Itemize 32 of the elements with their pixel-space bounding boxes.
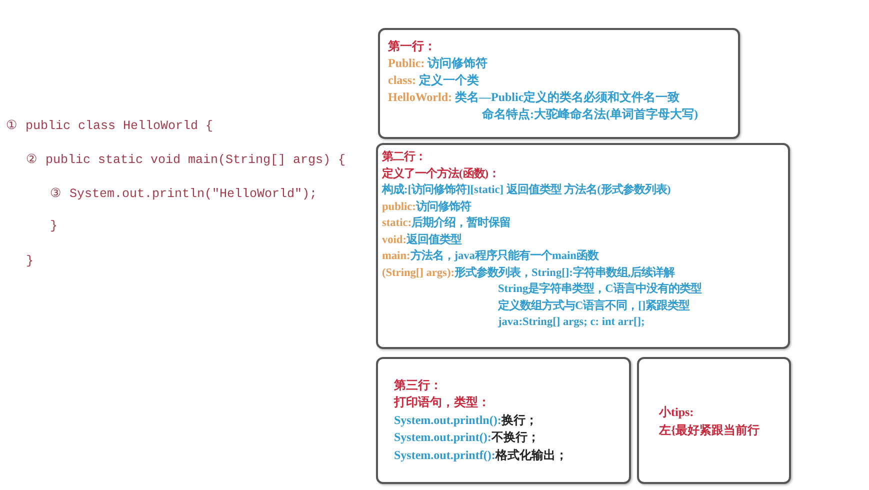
note-text: 定义数组方式与C语言不同，[]紧跟类型 <box>496 298 691 314</box>
note-text: class: 定义一个类 <box>388 72 480 89</box>
note-text: 构成:[访问修饰符][static] 返回值类型 方法名(形式参数列表) <box>382 182 672 198</box>
note-box <box>376 143 790 349</box>
note-text: java:String[] args; c: int arr[]; <box>496 315 646 330</box>
note-text: System.out.printf():格式化输出； <box>394 446 568 464</box>
note-text: 命名特点:大驼峰命名法(单词首字母大写) <box>481 106 699 123</box>
code-line: ② public static void main(String[] args) { <box>26 152 346 167</box>
note-text: Public: 访问修饰符 <box>388 55 489 72</box>
code-line: ③ System.out.println("HelloWorld"); <box>50 186 318 201</box>
note-text: System.out.print():不换行； <box>394 429 540 446</box>
note-text: void:返回值类型 <box>382 232 463 248</box>
note-box <box>637 357 791 484</box>
code-line: } <box>50 219 58 233</box>
note-heading: 第一行： <box>388 38 437 55</box>
note-heading: 第三行： <box>394 376 443 394</box>
note-box <box>376 357 631 484</box>
note-text: public:访问修饰符 <box>382 199 472 214</box>
note-heading: 打印语句，类型： <box>394 394 491 412</box>
code-line: } <box>26 254 34 268</box>
note-box <box>378 28 740 139</box>
note-text: HelloWorld: 类名—Public定义的类名必须和文件名一致 <box>388 89 681 106</box>
note-heading: 第二行： <box>382 150 427 165</box>
note-text: static:后期介绍，暂时保留 <box>382 215 512 231</box>
note-text: System.out.println():换行； <box>394 412 538 429</box>
note-heading: 左{最好紧跟当前行 <box>659 422 761 438</box>
note-text: main:方法名，java程序只能有一个main函数 <box>382 248 600 264</box>
note-heading: 定义了一个方法(函数)： <box>382 166 501 182</box>
note-text: (String[] args):形式参数列表，String[]:字符串数组,后续详解 <box>382 265 676 280</box>
note-heading: 小tips: <box>659 404 695 420</box>
note-text: String是字符串类型，C语言中没有的类型 <box>497 281 703 297</box>
code-line: ① public class HelloWorld { <box>6 118 214 133</box>
